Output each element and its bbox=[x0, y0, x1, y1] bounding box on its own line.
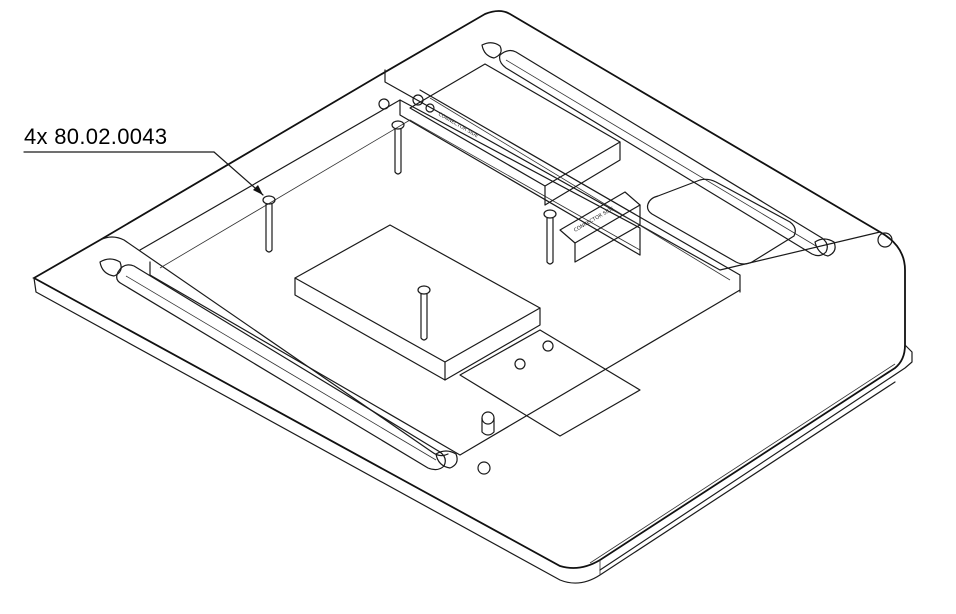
screw bbox=[262, 195, 276, 253]
part-number-callout: 4x 80.02.0043 bbox=[24, 124, 168, 149]
base-plate bbox=[32, 10, 913, 584]
lower-mount-plate bbox=[459, 232, 893, 475]
left-slot bbox=[99, 258, 458, 471]
recessed-pad bbox=[646, 178, 796, 265]
inner-tray bbox=[139, 89, 741, 456]
screw bbox=[417, 285, 431, 341]
standoffs bbox=[378, 94, 435, 113]
screw bbox=[543, 209, 557, 265]
screw bbox=[391, 120, 405, 175]
inner-block bbox=[294, 224, 541, 381]
connector-housing bbox=[409, 63, 641, 263]
callout-leader bbox=[23, 151, 264, 196]
top-rail bbox=[481, 42, 836, 257]
